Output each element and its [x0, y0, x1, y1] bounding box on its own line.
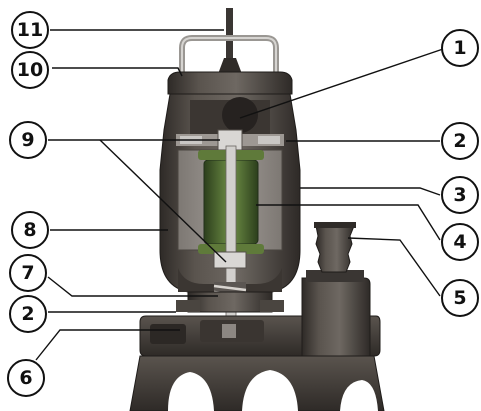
- leader-line-7: [47, 276, 218, 297]
- callout-label-2b: 2: [21, 303, 34, 325]
- callout-label-2a: 2: [453, 130, 466, 152]
- callout-c6: 6: [7, 359, 45, 397]
- callout-label-5: 5: [453, 287, 466, 309]
- base-opening-right: [242, 370, 298, 411]
- callout-c4: 4: [441, 223, 479, 261]
- callout-c1: 1: [441, 29, 479, 67]
- leader-line-4: [256, 204, 441, 241]
- callout-c9: 9: [9, 121, 47, 159]
- leader-line-10: [52, 67, 183, 77]
- oil-chamber: [178, 268, 282, 292]
- leader-lines: [35, 29, 447, 361]
- pump-body: [129, 8, 385, 411]
- callout-label-7: 7: [21, 262, 34, 284]
- callout-c2b: 2: [9, 295, 47, 333]
- callout-label-10: 10: [17, 59, 43, 81]
- callout-c8: 8: [11, 211, 49, 249]
- lower-bearing: [213, 251, 247, 269]
- top-cap: [167, 71, 293, 95]
- callout-label-11: 11: [17, 19, 43, 41]
- callout-label-6: 6: [19, 367, 32, 389]
- callout-label-4: 4: [453, 231, 466, 253]
- leader-line-3: [300, 187, 441, 196]
- callout-c11: 11: [11, 11, 49, 49]
- callout-c5: 5: [441, 279, 479, 317]
- callout-c7: 7: [9, 254, 47, 292]
- callout-c2a: 2: [441, 122, 479, 160]
- discharge-housing: [301, 277, 371, 357]
- cable-gland: [218, 58, 242, 74]
- callout-c3: 3: [441, 176, 479, 214]
- leader-line-5: [347, 237, 441, 297]
- callout-label-8: 8: [23, 219, 36, 241]
- terminal-block: [222, 97, 258, 133]
- leader-line-6: [35, 329, 180, 361]
- discharge-nozzle: [315, 225, 355, 273]
- leader-line-1: [239, 47, 447, 119]
- pump-neck: [187, 291, 273, 313]
- leader-line-9b: [99, 139, 227, 263]
- callout-label-3: 3: [453, 184, 466, 206]
- base-opening-left: [168, 372, 214, 411]
- callout-c10: 10: [11, 51, 49, 89]
- callout-label-1: 1: [453, 37, 466, 59]
- callout-label-9: 9: [21, 129, 34, 151]
